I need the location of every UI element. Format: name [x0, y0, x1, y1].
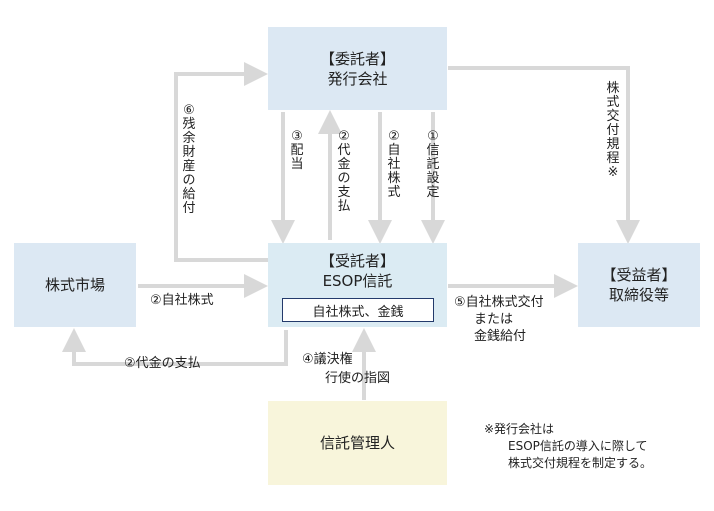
entrustor-box: 【委託者】 発行会社 — [268, 27, 447, 110]
label-trust-setup: ①信託設定 — [426, 129, 440, 200]
label-residual-assets: ⑥残余財産の給付 — [182, 103, 196, 216]
trustee-name: ESOP信託 — [322, 272, 393, 290]
trustee-assets-box: 自社株式、金銭 — [282, 298, 434, 322]
label-delivery-3: 金銭給付 — [474, 329, 527, 344]
label-payment-to-issuer: ②代金の支払 — [337, 129, 351, 214]
label-share-delivery-rules: 株式交付規程※ — [606, 81, 620, 180]
note-line-2: ESOP信託の導入に際して — [508, 439, 648, 453]
beneficiary-name: 取締役等 — [608, 286, 669, 304]
market-label: 株式市場 — [44, 276, 105, 294]
market-box: 株式市場 — [14, 243, 136, 327]
label-voting-instruction-2: 行使の指図 — [325, 371, 391, 386]
label-market-payment: ②代金の支払 — [124, 356, 201, 371]
beneficiary-box: 【受益者】 取締役等 — [578, 243, 700, 327]
arrow-residual-assets — [174, 62, 268, 262]
arrow-share-delivery-rules — [448, 66, 640, 244]
entrustor-name: 発行会社 — [327, 69, 388, 88]
arrow-market-payment — [62, 328, 288, 366]
label-delivery-2: または — [474, 312, 514, 327]
label-voting-instruction-1: ④議決権 — [302, 352, 353, 367]
administrator-box: 信託管理人 — [268, 401, 447, 485]
beneficiary-role: 【受益者】 — [601, 266, 677, 284]
note-line-1: ※発行会社は — [484, 422, 555, 436]
administrator-label: 信託管理人 — [319, 434, 395, 452]
label-delivery-1: ⑤自社株式交付 — [454, 295, 544, 310]
trustee-assets: 自社株式、金銭 — [312, 304, 404, 320]
label-market-shares: ②自社株式 — [150, 293, 214, 308]
note-line-3: 株式交付規程を制定する。 — [508, 456, 653, 470]
label-dividend: ③配当 — [290, 129, 304, 172]
entrustor-role: 【委託者】 — [319, 49, 395, 68]
trustee-role: 【受託者】 — [319, 252, 395, 270]
label-shares-from-issuer: ②自社株式 — [387, 129, 401, 200]
